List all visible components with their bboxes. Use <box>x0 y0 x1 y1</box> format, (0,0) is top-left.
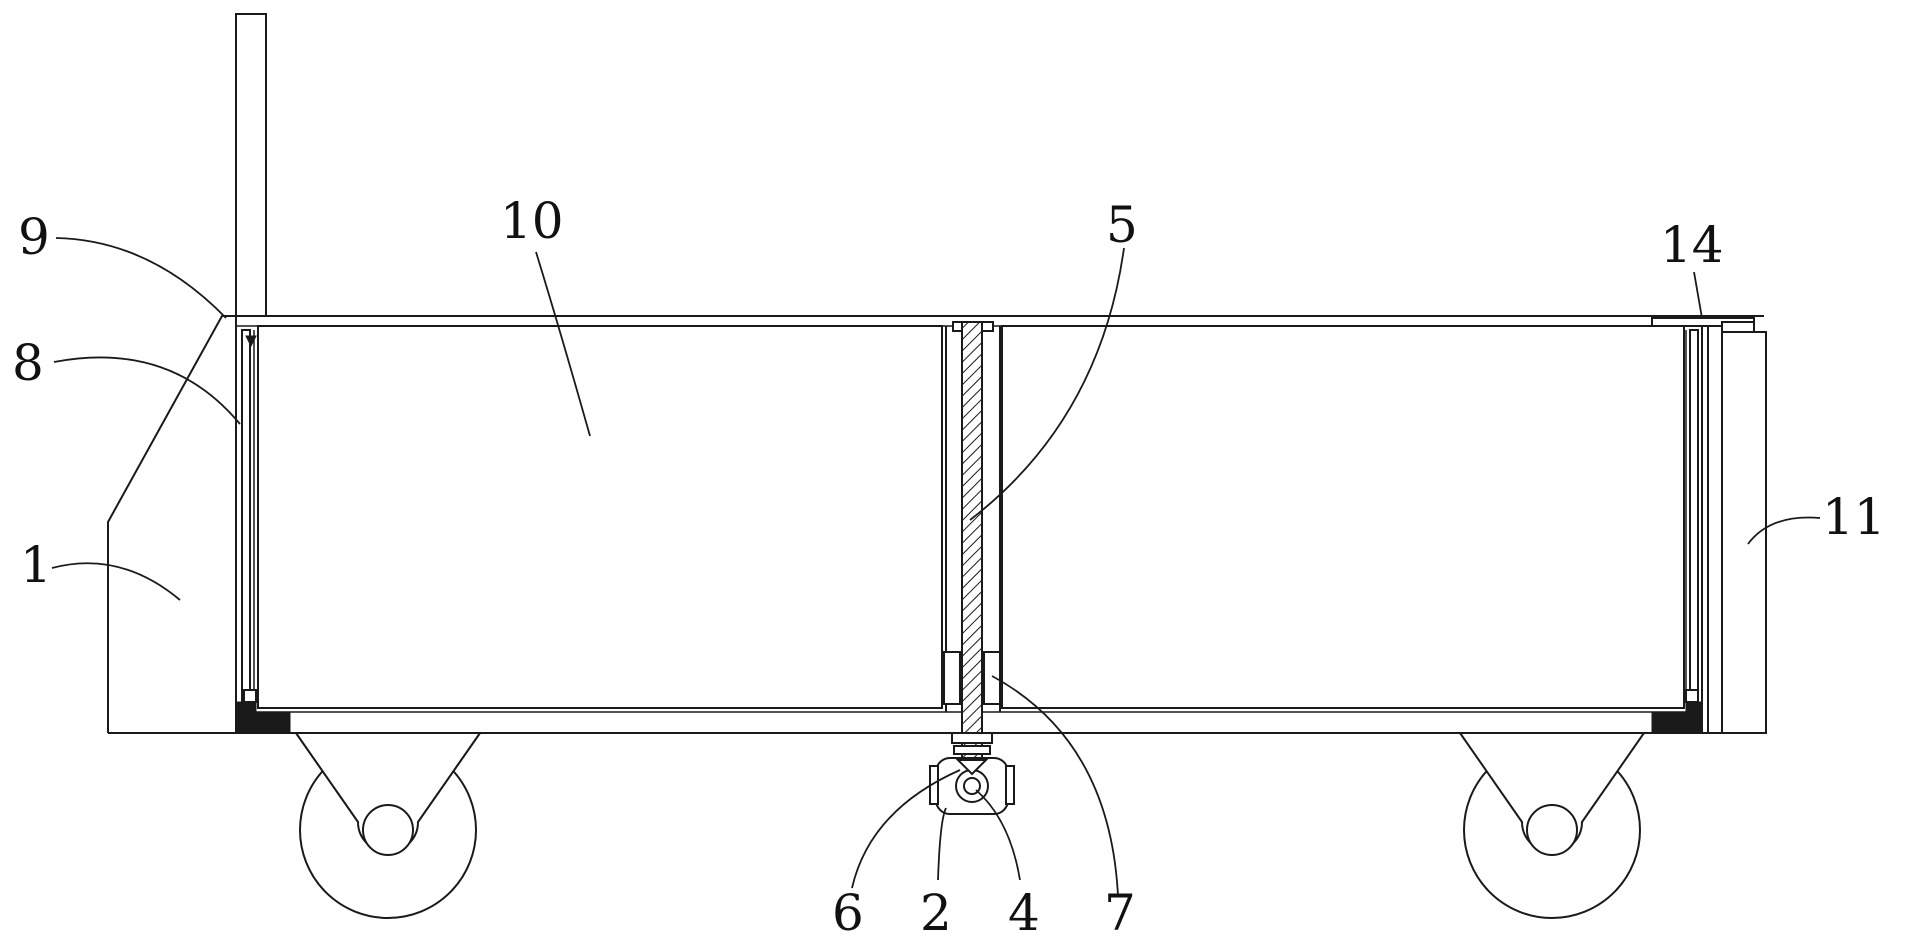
callout-4: 4 <box>1008 884 1040 941</box>
leader-11 <box>1747 516 1821 545</box>
right-guide-rail <box>1689 329 1699 703</box>
callout-1: 1 <box>20 536 52 594</box>
leader-14 <box>1693 271 1703 319</box>
top-latch-tab <box>1721 321 1755 333</box>
leader-4 <box>975 789 1021 881</box>
leader-10 <box>535 251 591 437</box>
right-wheel-hub <box>1526 804 1578 856</box>
left-top-pivot <box>245 335 257 348</box>
right-panel <box>1001 325 1685 709</box>
leader-2 <box>937 807 947 881</box>
callout-2: 2 <box>920 884 952 941</box>
lead-screw <box>961 321 983 759</box>
leader-5 <box>969 247 1125 521</box>
leader-7 <box>991 675 1119 897</box>
nut-block-right <box>983 651 1001 705</box>
leader-9 <box>55 237 227 319</box>
callout-8: 8 <box>12 334 44 392</box>
leader-8 <box>53 356 241 425</box>
callout-7: 7 <box>1104 884 1136 941</box>
nut-block-left <box>943 651 961 705</box>
handle-post <box>235 13 267 317</box>
left-corner-block <box>235 701 291 734</box>
callout-5: 5 <box>1106 196 1138 254</box>
leader-1 <box>51 562 181 601</box>
left-guide-foot <box>243 689 257 703</box>
callout-14: 14 <box>1660 216 1724 274</box>
screw-bottom-bracket <box>951 732 993 744</box>
callout-11: 11 <box>1822 488 1886 546</box>
screw-bottom-cap <box>953 745 991 755</box>
left-panel <box>257 325 943 709</box>
right-guide-foot <box>1685 689 1699 703</box>
left-wheel-hub <box>362 804 414 856</box>
motor-clamp-right <box>1005 765 1015 805</box>
bevel-gear <box>955 759 989 776</box>
callout-6: 6 <box>832 884 864 941</box>
callout-10: 10 <box>500 192 564 250</box>
left-guide-rail <box>241 329 251 703</box>
leader-6 <box>851 769 961 889</box>
callout-9: 9 <box>18 208 50 266</box>
